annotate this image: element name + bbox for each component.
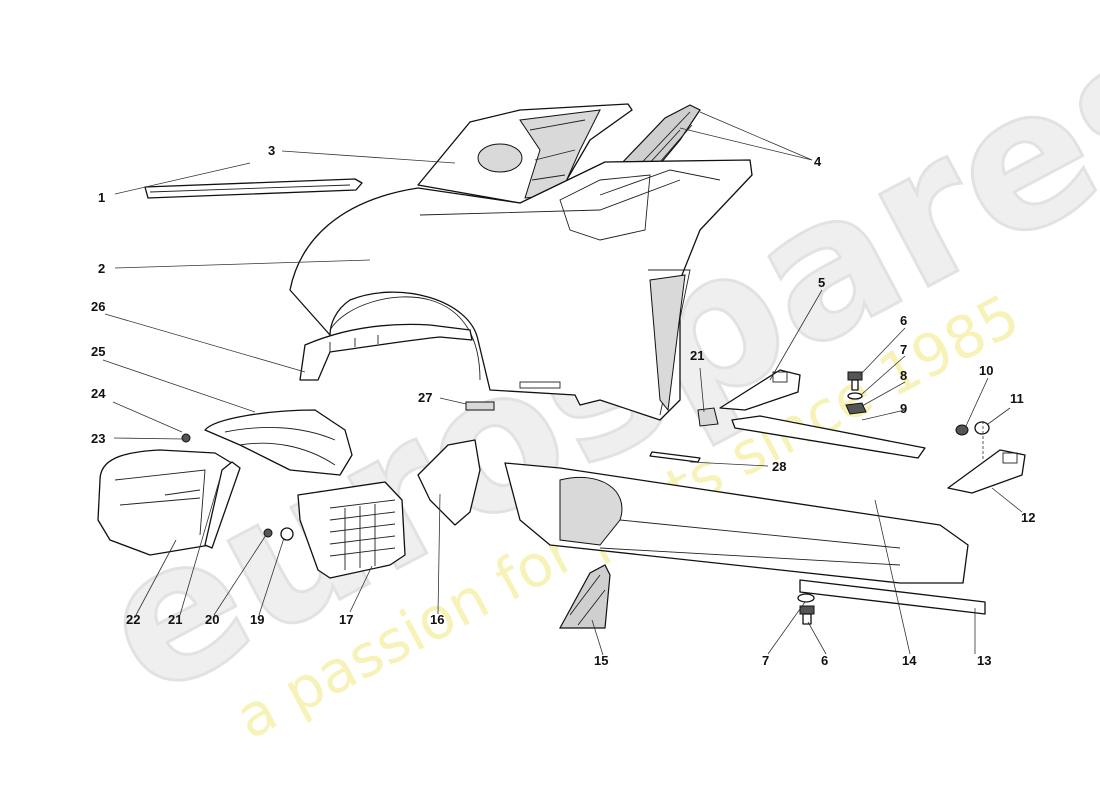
callout-20[interactable]: 20 (205, 612, 219, 627)
part-12-bracket[interactable] (947, 449, 1026, 494)
part-5-bracket[interactable] (719, 369, 801, 411)
callout-19[interactable]: 19 (250, 612, 264, 627)
part-7-washer-upper[interactable] (847, 392, 863, 400)
part-23-24-clip[interactable] (181, 433, 191, 443)
part-28-trim[interactable] (649, 451, 701, 463)
callout-15[interactable]: 15 (594, 653, 608, 668)
leader-lines (102, 111, 1023, 656)
part-1-trim-strip[interactable] (144, 178, 363, 199)
callout-28[interactable]: 28 (772, 459, 786, 474)
callout-16[interactable]: 16 (430, 612, 444, 627)
callout-21-upper[interactable]: 21 (690, 348, 704, 363)
callout-13[interactable]: 13 (977, 653, 991, 668)
callout-12[interactable]: 12 (1021, 510, 1035, 525)
callout-24[interactable]: 24 (91, 386, 106, 401)
part-9-sill-trim[interactable] (731, 415, 926, 459)
part-21-clip-upper[interactable] (697, 407, 719, 427)
part-27-badge[interactable] (465, 401, 495, 411)
part-7-washer-lower[interactable] (797, 593, 815, 603)
callout-8[interactable]: 8 (900, 368, 907, 383)
callout-6-lower[interactable]: 6 (821, 653, 828, 668)
part-6-bolt-lower[interactable] (799, 605, 815, 625)
callout-4[interactable]: 4 (814, 154, 822, 169)
part-15-mesh-insert[interactable] (558, 564, 611, 629)
part-21-strip-lower[interactable] (204, 461, 241, 549)
part-26-arch-seal[interactable] (299, 323, 473, 381)
callout-17[interactable]: 17 (339, 612, 353, 627)
part-22-liner-front[interactable] (97, 449, 236, 556)
part-16-bracket-panel[interactable] (417, 439, 481, 526)
callout-5[interactable]: 5 (818, 275, 825, 290)
callout-9[interactable]: 9 (900, 401, 907, 416)
part-6-bolt-upper[interactable] (847, 371, 863, 391)
callout-22[interactable]: 22 (126, 612, 140, 627)
callout-14[interactable]: 14 (902, 653, 917, 668)
part-14-sill-cover[interactable] (504, 462, 969, 584)
callout-23[interactable]: 23 (91, 431, 105, 446)
callout-27[interactable]: 27 (418, 390, 432, 405)
part-25-arch-liner[interactable] (204, 409, 353, 476)
callout-3[interactable]: 3 (268, 143, 275, 158)
part-17-vent-grille[interactable] (297, 481, 406, 579)
part-11-nut[interactable] (974, 421, 990, 435)
callout-2[interactable]: 2 (98, 261, 105, 276)
part-19-clip[interactable] (280, 527, 294, 541)
part-2-quarter-panel[interactable] (289, 159, 753, 421)
part-10-bolt[interactable] (955, 424, 969, 436)
callout-7-lower[interactable]: 7 (762, 653, 769, 668)
part-8-nut[interactable] (845, 402, 867, 415)
callout-26[interactable]: 26 (91, 299, 105, 314)
callout-10[interactable]: 10 (979, 363, 993, 378)
callout-25[interactable]: 25 (91, 344, 105, 359)
callout-7-upper[interactable]: 7 (900, 342, 907, 357)
callout-6-upper[interactable]: 6 (900, 313, 907, 328)
part-13-rocker-strip[interactable] (799, 579, 986, 615)
callout-1[interactable]: 1 (98, 190, 105, 205)
callout-21-lower[interactable]: 21 (168, 612, 182, 627)
callouts: 1 2 3 4 5 6 7 8 9 10 11 12 13 14 15 16 1… (91, 143, 1035, 668)
callout-11[interactable]: 11 (1010, 391, 1024, 406)
